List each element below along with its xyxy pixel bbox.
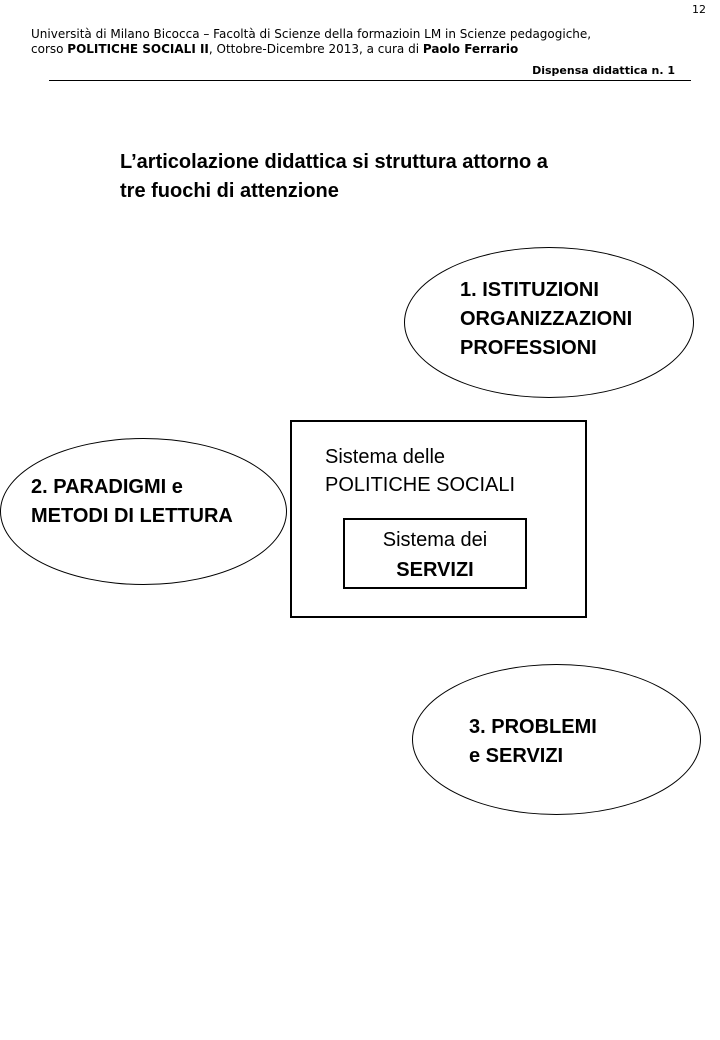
- intro-heading: L’articolazione didattica si struttura a…: [120, 148, 660, 206]
- header-segment: corso: [31, 42, 68, 56]
- focus-label-line: 3. PROBLEMI: [469, 716, 597, 738]
- focus-label-paradigmi: 2. PARADIGMI e METODI DI LETTURA: [31, 473, 233, 531]
- focus-label-line: 2. PARADIGMI e: [31, 476, 183, 498]
- politiche-sociali-box: [290, 420, 587, 618]
- focus-ellipse-problemi: [412, 664, 701, 815]
- intro-line-1: L’articolazione didattica si struttura a…: [120, 151, 548, 173]
- page-number: 12: [692, 3, 706, 16]
- servizi-box: [343, 518, 527, 589]
- servizi-label: Sistema dei SERVIZI: [343, 525, 527, 585]
- politiche-sociali-label: Sistema delle POLITICHE SOCIALI: [325, 443, 515, 499]
- focus-label-istituzioni: 1. ISTITUZIONI ORGANIZZAZIONI PROFESSION…: [460, 276, 632, 363]
- focus-label-line: 1. ISTITUZIONI: [460, 279, 599, 301]
- focus-label-problemi: 3. PROBLEMI e SERVIZI: [469, 713, 597, 771]
- outer-label-line-1: Sistema delle: [325, 446, 446, 468]
- dispensa-label: Dispensa didattica n. 1: [532, 64, 675, 77]
- focus-label-line: PROFESSIONI: [460, 337, 597, 359]
- focus-label-line: ORGANIZZAZIONI: [460, 308, 633, 330]
- inner-label-line-2: SERVIZI: [396, 559, 474, 581]
- header-rule: [49, 80, 691, 81]
- header-line-1: Università di Milano Bicocca – Facoltà d…: [31, 27, 592, 41]
- focus-label-line: METODI DI LETTURA: [31, 505, 233, 527]
- header-segment: , Ottobre-Dicembre 2013, a cura di: [208, 42, 423, 56]
- inner-label-line-1: Sistema dei: [382, 529, 488, 551]
- intro-line-2: tre fuochi di attenzione: [120, 180, 339, 202]
- focus-ellipse-istituzioni: [404, 247, 694, 398]
- document-header: Università di Milano Bicocca – Facoltà d…: [31, 27, 691, 78]
- outer-label-line-2: POLITICHE SOCIALI: [325, 474, 516, 496]
- focus-label-line: e SERVIZI: [469, 745, 564, 767]
- focus-ellipse-paradigmi: [0, 438, 287, 585]
- header-line-2: corso POLITICHE SOCIALI II, Ottobre-Dice…: [31, 42, 691, 57]
- header-segment: Paolo Ferrario: [422, 42, 519, 56]
- header-segment: POLITICHE SOCIALI II: [67, 42, 209, 56]
